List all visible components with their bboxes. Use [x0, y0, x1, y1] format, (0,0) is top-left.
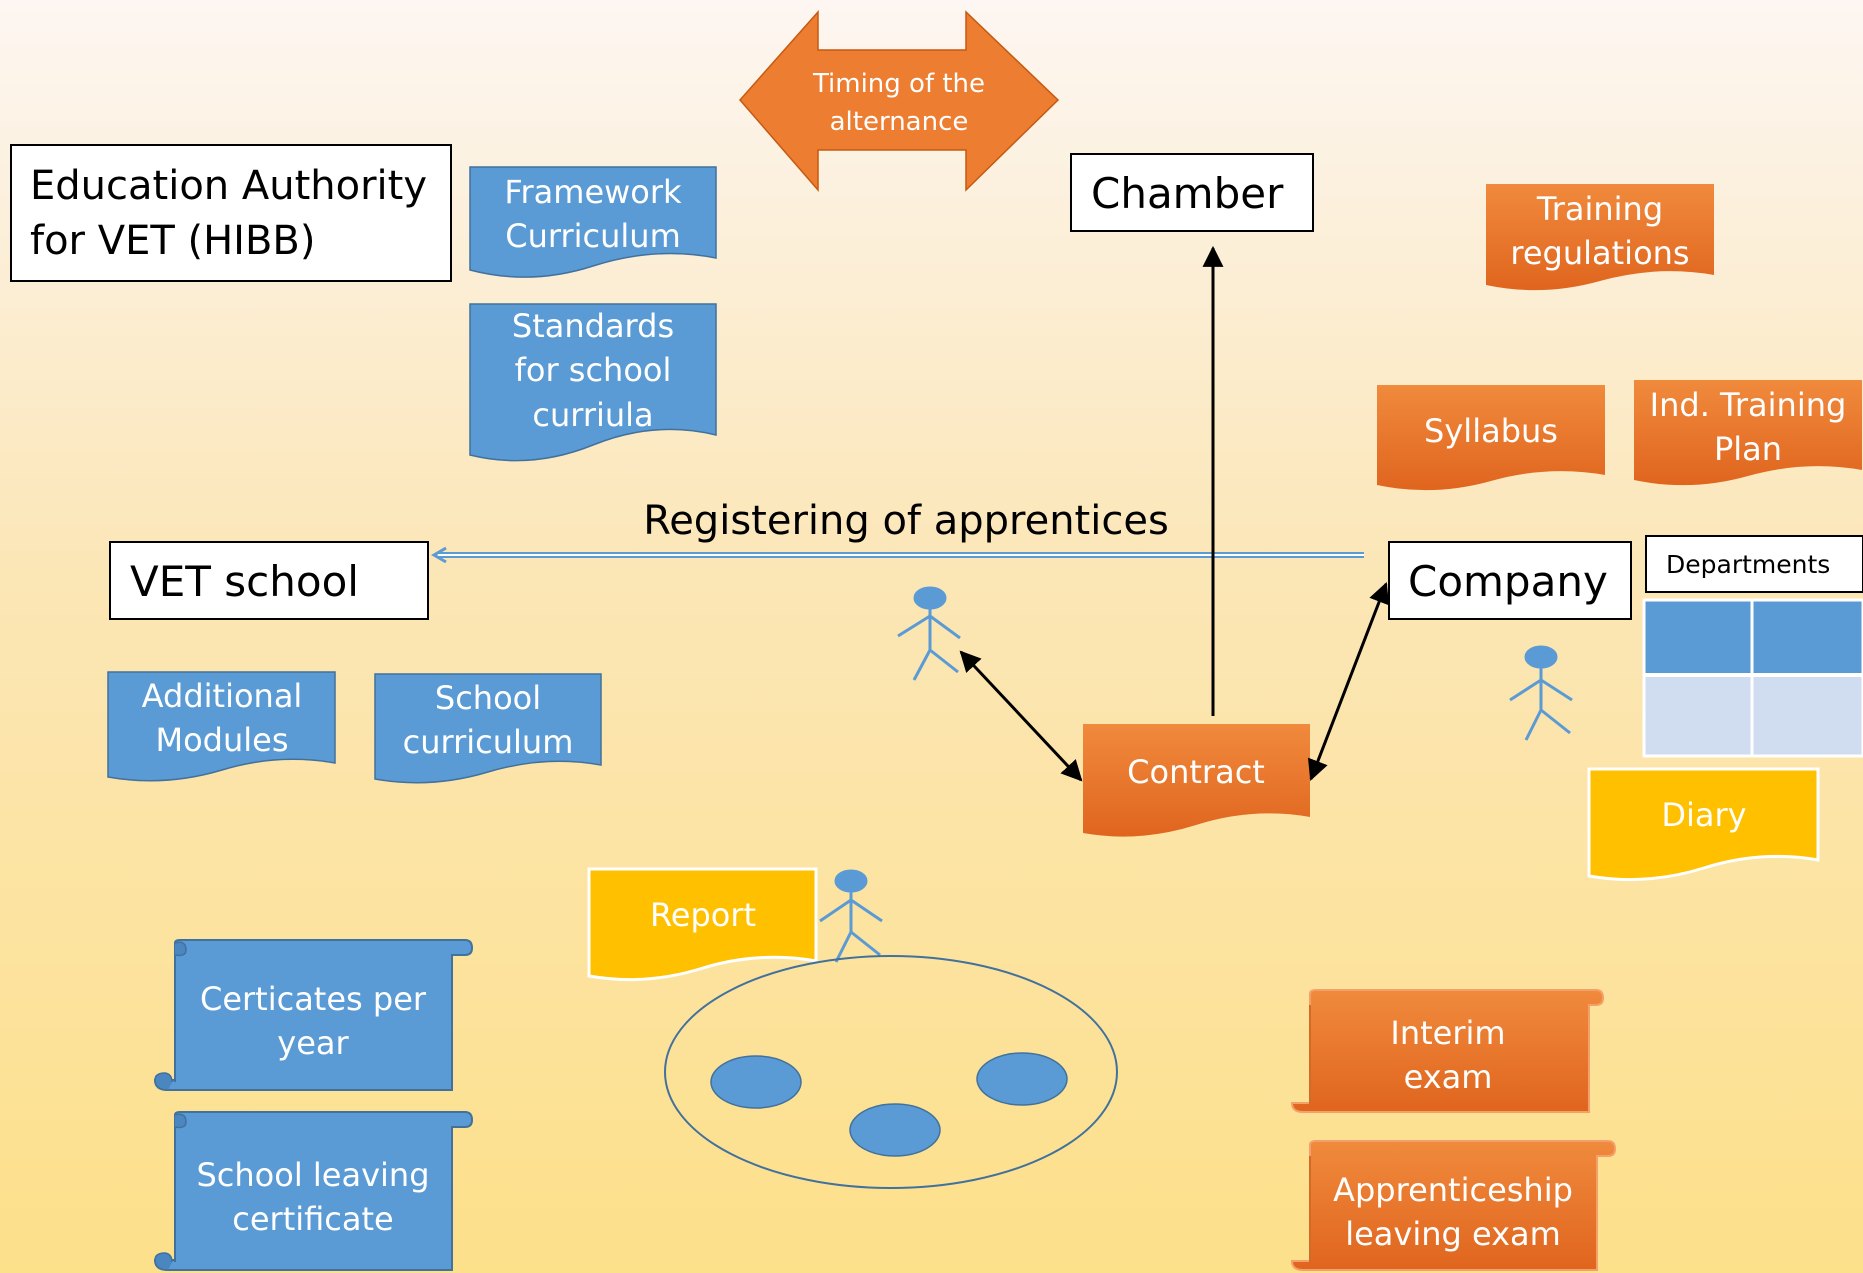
standards-label-line2: for school — [515, 351, 672, 389]
certificates-label-line2: year — [277, 1024, 349, 1062]
ind-training-plan-label-line1: Ind. Training — [1650, 386, 1847, 424]
apprenticeship-exam-scroll: Apprenticeship leaving exam — [1290, 1140, 1617, 1271]
timing-label-line1: Timing of the — [812, 69, 985, 99]
authority-label-line2: for VET (HIBB) — [30, 218, 315, 264]
syllabus-label: Syllabus — [1424, 412, 1558, 450]
departments-table: Departments — [1642, 535, 1863, 758]
person-icon — [1509, 645, 1573, 741]
additional-modules-label-line2: Modules — [155, 721, 288, 759]
syllabus-document: Syllabus — [1377, 385, 1605, 491]
chamber-label: Chamber — [1091, 169, 1284, 218]
timing-label-line2: alternance — [830, 107, 969, 137]
framework-label-line2: Curriculum — [505, 217, 680, 255]
chamber-box: Chamber — [1070, 153, 1314, 232]
school-curriculum-document: School curriculum — [374, 673, 602, 784]
interim-exam-scroll: Interim exam — [1290, 989, 1605, 1113]
vet-school-label: VET school — [130, 557, 359, 606]
departments-label: Departments — [1666, 550, 1830, 579]
standards-label-line3: curriula — [532, 396, 653, 434]
contract-label: Contract — [1127, 753, 1265, 791]
school-leaving-label-line2: certificate — [232, 1200, 393, 1238]
ind-training-plan-label-line2: Plan — [1714, 430, 1782, 468]
interim-exam-label-line1: Interim — [1390, 1014, 1505, 1052]
certificates-scroll: Certicates per year — [153, 939, 474, 1091]
timing-arrow: Timing of the alternance — [739, 10, 1060, 193]
registering-arrow — [431, 546, 1364, 564]
interim-exam-label-line2: exam — [1404, 1058, 1493, 1096]
person-icon — [897, 586, 961, 681]
report-document: Report — [587, 867, 818, 982]
school-leaving-scroll: School leaving certificate — [153, 1111, 474, 1271]
additional-modules-document: Additional Modules — [107, 671, 336, 782]
training-regulations-label-line2: regulations — [1510, 234, 1689, 272]
group-ellipse — [664, 955, 1118, 1189]
authority-label-line1: Education Authority — [30, 163, 427, 209]
apprenticeship-exam-label-line2: leaving exam — [1345, 1215, 1561, 1253]
education-authority-box: Education Authority for VET (HIBB) — [10, 144, 452, 282]
school-curriculum-label-line2: curriculum — [403, 723, 574, 761]
standards-label-line1: Standards — [512, 307, 674, 345]
apprenticeship-exam-label-line1: Apprenticeship — [1333, 1171, 1573, 1209]
company-label: Company — [1408, 557, 1608, 606]
framework-label-line1: Framework — [504, 173, 682, 211]
registering-label: Registering of apprentices — [643, 498, 1169, 544]
additional-modules-label-line1: Additional — [142, 677, 303, 715]
ind-training-plan-document: Ind. Training Plan — [1634, 380, 1862, 486]
vet-school-box: VET school — [109, 541, 429, 620]
standards-document: Standards for school curriula — [469, 303, 717, 462]
connector-arrows — [959, 245, 1390, 782]
company-box: Company — [1388, 541, 1632, 620]
report-label: Report — [650, 896, 756, 934]
contract-document: Contract — [1083, 724, 1310, 837]
certificates-label-line1: Certicates per — [200, 980, 427, 1018]
school-curriculum-label-line1: School — [435, 679, 541, 717]
diary-label: Diary — [1661, 796, 1746, 834]
person-icon — [819, 869, 883, 963]
diary-document: Diary — [1587, 767, 1820, 882]
framework-curriculum-document: Framework Curriculum — [469, 166, 717, 278]
training-regulations-label-line1: Training — [1536, 190, 1663, 228]
training-regulations-document: Training regulations — [1486, 184, 1714, 291]
school-leaving-label-line1: School leaving — [196, 1156, 429, 1194]
